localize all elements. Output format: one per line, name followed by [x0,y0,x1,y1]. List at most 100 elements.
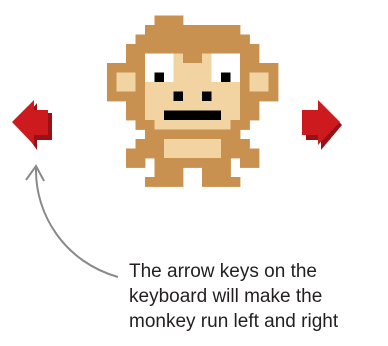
monkey-pixel [240,73,250,83]
monkey-pixel [212,35,222,45]
pointer-curve [26,166,118,277]
monkey-pixel [117,63,127,73]
monkey-pixel [221,44,231,54]
caption-line-1: The arrow keys on the [129,259,384,284]
monkey-pixel [174,92,184,102]
monkey-pixel [155,111,165,121]
monkey-pixel [164,92,174,102]
monkey-pixel [212,130,222,140]
monkey-pixel [155,120,165,130]
monkey-pixel [259,63,269,73]
monkey-pixel [240,149,250,159]
monkey-pixel [259,82,269,92]
monkey-pixel [212,92,222,102]
monkey-pixel [231,82,241,92]
monkey-pixel [193,82,203,92]
monkey-pixel [155,158,165,168]
caption-line-3: monkey run left and right [129,309,384,334]
monkey-pixel [155,168,165,178]
monkey-pixel [221,25,231,35]
monkey-pixel [164,101,174,111]
monkey-pixel [136,92,146,102]
monkey-pixel [240,44,250,54]
monkey-pixel [155,73,165,83]
monkey-pixel [174,149,184,159]
monkey-pixel [240,35,250,45]
monkey-pixel [145,35,155,45]
monkey-pixel [212,177,222,187]
monkey-pixel [212,101,222,111]
monkey-pixel [269,63,279,73]
monkey-pixel [183,25,193,35]
monkey-pixel [250,44,260,54]
monkey-pixel [136,63,146,73]
monkey-pixel [202,130,212,140]
monkey-pixel [145,73,155,83]
monkey-pixel [155,139,165,149]
monkey-pixel [145,92,155,102]
instruction-caption: The arrow keys on the keyboard will make… [129,259,384,334]
monkey-pixel [193,35,203,45]
monkey-pixel [164,168,174,178]
monkey-pixel [250,63,260,73]
monkey-pixel [117,73,127,83]
monkey-pixel [164,82,174,92]
monkey-pixel [193,139,203,149]
monkey-pixel [250,82,260,92]
monkey-pixel [174,158,184,168]
monkey-pixel [231,92,241,102]
monkey-pixel [231,177,241,187]
monkey-pixel [240,63,250,73]
monkey-pixel [221,73,231,83]
monkey-pixel [126,54,136,64]
monkey-pixel [193,158,203,168]
monkey-pixel [183,111,193,121]
monkey-pixel [164,63,174,73]
monkey-pixel [117,82,127,92]
monkey-pixel [126,111,136,121]
monkey-pixel [221,82,231,92]
monkey-pixel [155,92,165,102]
monkey-pixel [145,149,155,159]
monkey-pixel [221,35,231,45]
monkey-pixel [126,149,136,159]
monkey-pixel [174,35,184,45]
monkey-pixel [221,177,231,187]
monkey-pixel [221,139,231,149]
monkey-pixel [164,25,174,35]
monkey-pixel [174,73,184,83]
monkey-pixel [164,130,174,140]
monkey-pixel [250,158,260,168]
monkey-pixel [202,44,212,54]
monkey-pixel [193,44,203,54]
monkey-pixel [221,101,231,111]
monkey-pixel [193,120,203,130]
monkey-pixel [164,73,174,83]
monkey-pixel [136,35,146,45]
monkey-pixel [202,139,212,149]
monkey-pixel [202,177,212,187]
monkey-pixel [221,158,231,168]
monkey-pixel [174,54,184,64]
monkey-pixel [259,73,269,83]
monkey-pixel [183,82,193,92]
monkey-pixel [126,63,136,73]
monkey-pixel [202,25,212,35]
monkey-pixel [117,92,127,102]
monkey-pixel [174,63,184,73]
monkey-pixel [202,63,212,73]
monkey-pixel [145,54,155,64]
monkey-pixel [126,158,136,168]
monkey-pixel [221,63,231,73]
monkey-pixel [155,130,165,140]
monkey-pixel [231,54,241,64]
monkey-pixel [250,149,260,159]
monkey-pixel [193,25,203,35]
monkey-pixel [174,120,184,130]
monkey-pixel [145,101,155,111]
monkey-pixel [183,35,193,45]
monkey-pixel [250,101,260,111]
monkey-pixel [240,82,250,92]
monkey-pixel [174,168,184,178]
monkey-pixel [231,73,241,83]
